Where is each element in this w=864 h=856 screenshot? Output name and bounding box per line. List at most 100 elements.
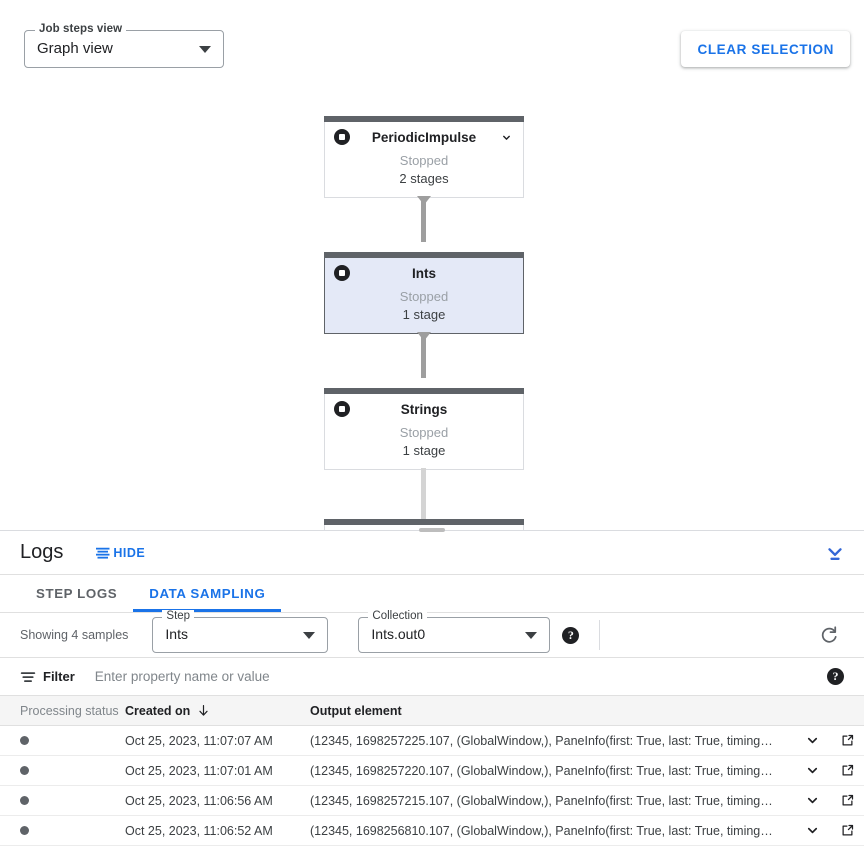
step-select-value: Ints bbox=[165, 626, 188, 642]
clear-selection-button[interactable]: CLEAR SELECTION bbox=[681, 31, 850, 67]
node-status-bar bbox=[324, 116, 524, 122]
open-in-new-button[interactable] bbox=[830, 793, 864, 808]
node-title: Ints bbox=[411, 265, 436, 281]
expand-row-button[interactable] bbox=[794, 763, 830, 778]
graph-node-periodicimpulse[interactable]: PeriodicImpulse Stopped 2 stages bbox=[324, 116, 524, 198]
job-steps-view-label: Job steps view bbox=[35, 23, 127, 35]
step-select[interactable]: Step Ints bbox=[152, 610, 329, 653]
node-status: Stopped bbox=[399, 425, 449, 440]
graph-node-partial[interactable] bbox=[324, 519, 524, 530]
collapse-panel-icon[interactable] bbox=[824, 542, 846, 564]
created-on-cell: Oct 25, 2023, 11:07:01 AM bbox=[125, 763, 273, 778]
stop-icon bbox=[334, 265, 350, 281]
column-header-created-on-label: Created on bbox=[125, 703, 191, 718]
tab-data-sampling[interactable]: DATA SAMPLING bbox=[133, 575, 282, 612]
open-in-new-button[interactable] bbox=[830, 763, 864, 778]
filter-icon bbox=[20, 671, 36, 682]
output-element-cell: (12345, 1698256810.107, (GlobalWindow,),… bbox=[310, 823, 773, 838]
step-select-label: Step bbox=[162, 610, 195, 622]
showing-samples-label: Showing 4 samples bbox=[20, 628, 129, 642]
node-status: Stopped bbox=[399, 289, 449, 304]
collection-select-value: Ints.out0 bbox=[371, 626, 426, 642]
job-graph-pane: Job steps view Graph view CLEAR SELECTIO… bbox=[0, 23, 864, 531]
node-title: Strings bbox=[400, 401, 448, 417]
logs-header: Logs HIDE bbox=[0, 531, 864, 575]
graph-edge bbox=[421, 468, 426, 520]
chevron-down-icon[interactable] bbox=[500, 131, 513, 144]
chevron-down-icon bbox=[807, 767, 817, 774]
table-row[interactable]: Oct 25, 2023, 11:06:56 AM (12345, 169825… bbox=[0, 786, 864, 816]
node-title: PeriodicImpulse bbox=[371, 129, 477, 145]
chevron-down-icon bbox=[199, 46, 211, 53]
output-element-cell: (12345, 1698257215.107, (GlobalWindow,),… bbox=[310, 793, 773, 808]
page-title: Logs bbox=[20, 541, 64, 563]
node-stages: 2 stages bbox=[399, 171, 449, 186]
table-row[interactable]: Oct 25, 2023, 11:07:01 AM (12345, 169825… bbox=[0, 756, 864, 786]
graph-node-strings[interactable]: Strings Stopped 1 stage bbox=[324, 388, 524, 470]
node-status-bar bbox=[324, 252, 524, 258]
created-on-cell: Oct 25, 2023, 11:07:07 AM bbox=[125, 733, 273, 748]
node-status-bar bbox=[324, 519, 524, 525]
status-badge bbox=[20, 796, 29, 805]
arrow-down-icon bbox=[199, 705, 208, 716]
open-in-new-icon bbox=[842, 734, 853, 746]
table-header-row: Processing status Created on Output elem… bbox=[0, 696, 864, 726]
processing-status-cell bbox=[0, 796, 125, 805]
open-in-new-icon bbox=[842, 794, 853, 806]
node-stages: 1 stage bbox=[402, 307, 446, 322]
processing-status-cell bbox=[0, 766, 125, 775]
filter-bar: Filter ? bbox=[0, 658, 864, 696]
divider bbox=[599, 620, 601, 650]
processing-status-cell bbox=[0, 736, 125, 745]
table-row[interactable]: Oct 25, 2023, 11:06:52 AM (12345, 169825… bbox=[0, 816, 864, 846]
hide-logs-button[interactable]: HIDE bbox=[96, 546, 145, 560]
chevron-down-icon bbox=[525, 632, 538, 639]
node-header: Strings bbox=[325, 394, 523, 424]
refresh-icon[interactable] bbox=[818, 624, 840, 646]
samples-table: Processing status Created on Output elem… bbox=[0, 696, 864, 846]
edge-arrow-icon bbox=[417, 196, 431, 205]
logs-panel: Logs HIDE STEP LOGS DATA SAMPLING Showin… bbox=[0, 531, 864, 856]
open-in-new-icon bbox=[842, 824, 853, 836]
chevron-down-icon bbox=[807, 827, 817, 834]
stop-icon bbox=[334, 129, 350, 145]
job-steps-view-select[interactable]: Job steps view Graph view bbox=[24, 23, 224, 68]
collection-select[interactable]: Collection Ints.out0 bbox=[358, 610, 551, 653]
node-header: Ints bbox=[325, 258, 523, 288]
status-badge bbox=[20, 766, 29, 775]
list-lines-icon bbox=[96, 547, 110, 559]
panel-resize-handle[interactable] bbox=[419, 528, 445, 532]
graph-node-ints[interactable]: Ints Stopped 1 stage bbox=[324, 252, 524, 334]
node-status: Stopped bbox=[399, 153, 449, 168]
column-header-created-on[interactable]: Created on bbox=[125, 704, 310, 718]
job-steps-view-value: Graph view bbox=[37, 40, 113, 57]
stop-icon bbox=[334, 401, 350, 417]
column-header-output-element[interactable]: Output element bbox=[310, 703, 402, 718]
expand-row-button[interactable] bbox=[794, 793, 830, 808]
output-element-cell: (12345, 1698257225.107, (GlobalWindow,),… bbox=[310, 733, 773, 748]
expand-row-button[interactable] bbox=[794, 733, 830, 748]
edge-arrow-icon bbox=[417, 332, 431, 341]
table-row[interactable]: Oct 25, 2023, 11:07:07 AM (12345, 169825… bbox=[0, 726, 864, 756]
filter-input[interactable] bbox=[92, 668, 827, 685]
processing-status-cell bbox=[0, 826, 125, 835]
collection-select-label: Collection bbox=[368, 610, 427, 622]
chevron-down-icon bbox=[807, 737, 817, 744]
filter-label: Filter bbox=[43, 669, 75, 684]
open-in-new-button[interactable] bbox=[830, 733, 864, 748]
hide-logs-label: HIDE bbox=[113, 545, 146, 560]
open-in-new-button[interactable] bbox=[830, 823, 864, 838]
output-element-cell: (12345, 1698257220.107, (GlobalWindow,),… bbox=[310, 763, 773, 778]
created-on-cell: Oct 25, 2023, 11:06:56 AM bbox=[125, 793, 273, 808]
open-in-new-icon bbox=[842, 764, 853, 776]
tab-step-logs[interactable]: STEP LOGS bbox=[20, 575, 133, 612]
chevron-down-icon bbox=[807, 797, 817, 804]
table-body: Oct 25, 2023, 11:07:07 AM (12345, 169825… bbox=[0, 726, 864, 846]
node-status-bar bbox=[324, 388, 524, 394]
help-icon[interactable]: ? bbox=[827, 668, 844, 685]
chevron-down-icon bbox=[303, 632, 316, 639]
expand-row-button[interactable] bbox=[794, 823, 830, 838]
logs-tabs: STEP LOGS DATA SAMPLING bbox=[0, 575, 864, 613]
help-icon[interactable]: ? bbox=[562, 626, 580, 644]
column-header-processing-status[interactable]: Processing status bbox=[20, 703, 119, 718]
